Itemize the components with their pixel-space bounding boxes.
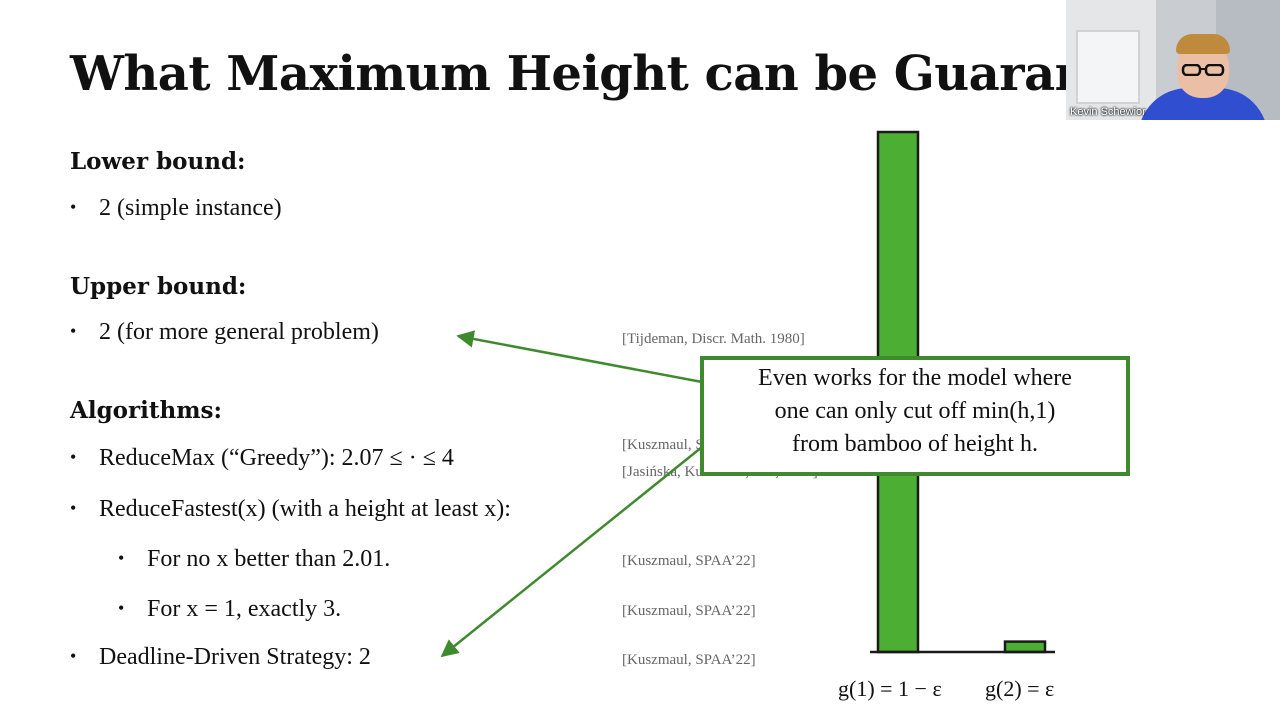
bar-label-g1: g(1) = 1 − ε <box>838 676 942 701</box>
participant-hair <box>1176 34 1230 54</box>
upper-bound-heading: Upper bound: <box>70 273 247 300</box>
callout-line: Even works for the model where <box>758 365 1072 391</box>
video-background-window <box>1076 30 1140 104</box>
slide-title: What Maximum Height can be Guaranteed? <box>70 46 1232 102</box>
citation: [Kuszmaul, SPAA’22] <box>622 652 756 668</box>
participant-name: Kevin Schewior <box>1070 106 1146 118</box>
upper-bound-item: • 2 (for more general problem) <box>70 319 379 346</box>
algorithm-text: For no x better than 2.01. <box>147 546 391 572</box>
citation: [Tijdeman, Discr. Math. 1980] <box>622 331 805 347</box>
bullet-icon: • <box>70 197 77 217</box>
algorithm-text: Deadline-Driven Strategy: 2 <box>99 644 371 670</box>
algorithm-text: ReduceFastest(x) (with a height at least… <box>99 496 511 522</box>
algorithm-item-reducemax: • ReduceMax (“Greedy”): 2.07 ≤ · ≤ 4 <box>70 445 454 472</box>
arrow-to-deadline-driven <box>440 446 703 658</box>
bullet-icon: • <box>70 646 77 666</box>
algorithm-subitem: • For no x better than 2.01. <box>118 546 390 573</box>
bullet-icon: • <box>118 548 125 568</box>
algorithms-heading: Algorithms: <box>70 397 222 424</box>
citation: [Kuszmaul, SPAA’22] <box>622 603 756 619</box>
glasses-icon <box>1181 64 1225 76</box>
arrow-to-upper-bound <box>456 330 703 384</box>
bullet-icon: • <box>70 321 77 341</box>
bullet-icon: • <box>70 498 77 518</box>
algorithm-text: For x = 1, exactly 3. <box>147 596 342 622</box>
lower-bound-text: 2 (simple instance) <box>99 195 282 221</box>
bar-label-g2: g(2) = ε <box>985 676 1055 701</box>
algorithm-text: ReduceMax (“Greedy”): 2.07 ≤ · ≤ 4 <box>99 445 454 471</box>
bullet-icon: • <box>118 598 125 618</box>
callout-line: one can only cut off min(h,1) <box>774 398 1056 424</box>
callout-line: from bamboo of height h. <box>792 431 1038 457</box>
algorithm-item-reducefastest: • ReduceFastest(x) (with a height at leas… <box>70 496 511 523</box>
citation: [Kuszmaul, SPAA’22] <box>622 553 756 569</box>
participant-video[interactable]: Kevin Schewior <box>1066 0 1280 120</box>
bar-2 <box>1003 640 1047 654</box>
lower-bound-heading: Lower bound: <box>70 148 246 175</box>
callout-box: Even works for the model where one can o… <box>700 356 1130 476</box>
algorithm-subitem: • For x = 1, exactly 3. <box>118 596 341 623</box>
upper-bound-text: 2 (for more general problem) <box>99 319 379 345</box>
algorithm-item-deadline: • Deadline-Driven Strategy: 2 <box>70 644 371 671</box>
bullet-icon: • <box>70 447 77 467</box>
lower-bound-item: • 2 (simple instance) <box>70 195 282 222</box>
